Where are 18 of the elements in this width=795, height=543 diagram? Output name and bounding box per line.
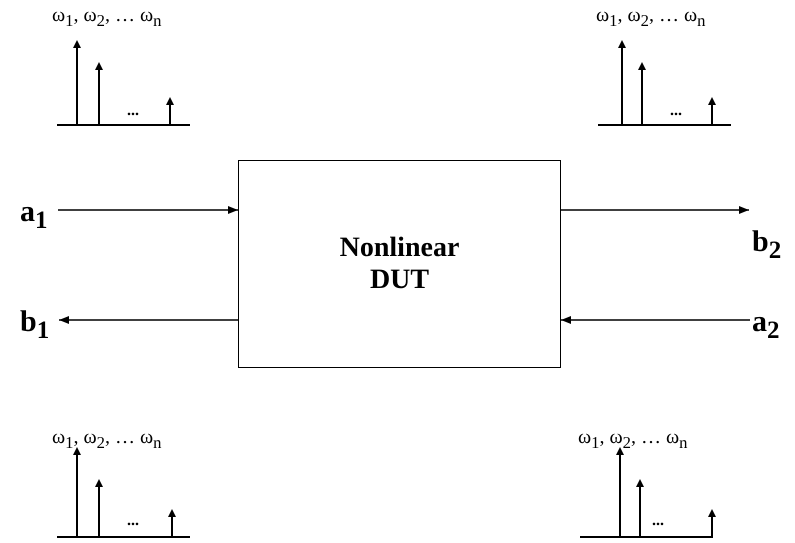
arrow xyxy=(59,316,238,324)
port-label: b$_{2}$ xyxy=(752,225,782,268)
frequency-label: ω$_{1}$, ω$_{2}$, … ω$_{n}$ xyxy=(52,426,162,454)
ellipsis-text: ... xyxy=(127,514,139,528)
frequency-label: ω$_{1}$, ω$_{2}$, … ω$_{n}$ xyxy=(578,426,688,454)
arrow xyxy=(58,206,238,214)
arrow xyxy=(561,316,750,324)
frequency-label: ω$_{1}$, ω$_{2}$, … ω$_{n}$ xyxy=(52,4,162,32)
frequency-label: ω$_{1}$, ω$_{2}$, … ω$_{n}$ xyxy=(596,4,706,32)
port-label: b$_{1}$ xyxy=(20,305,50,348)
ellipsis-text: ... xyxy=(127,104,139,118)
ellipsis-text: ... xyxy=(652,514,664,528)
port-label: a$_{2}$ xyxy=(752,305,780,348)
dut-box xyxy=(238,160,561,368)
ellipsis-text: ... xyxy=(670,104,682,118)
box-label: Nonlinear DUT xyxy=(338,232,460,296)
arrow xyxy=(561,206,749,214)
port-label: a$_{1}$ xyxy=(20,195,48,238)
